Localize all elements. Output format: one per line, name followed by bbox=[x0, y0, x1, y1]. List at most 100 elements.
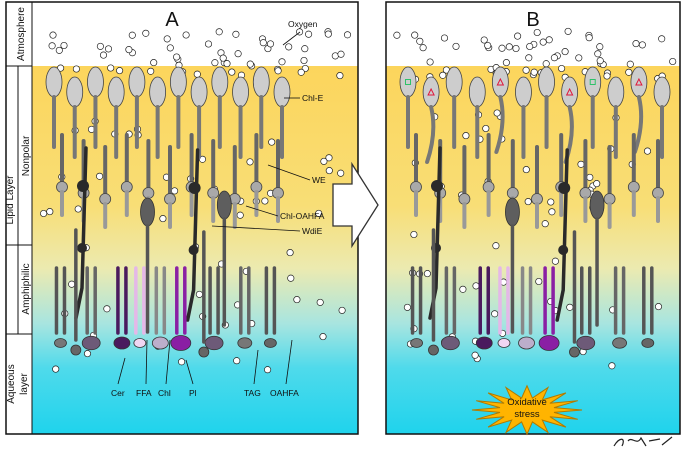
wdie-chain bbox=[555, 148, 569, 322]
water-molecule bbox=[593, 180, 601, 188]
oxygen-molecule bbox=[564, 27, 572, 35]
water-molecule bbox=[643, 147, 652, 155]
oxygen-molecule bbox=[173, 53, 181, 61]
oxygen-molecule bbox=[48, 42, 56, 50]
oxygen-molecule bbox=[440, 34, 449, 42]
oxygen-molecule bbox=[522, 66, 530, 74]
oxygen-molecule bbox=[426, 58, 434, 66]
oxygen-molecule bbox=[505, 43, 513, 51]
panel-a-title: A bbox=[165, 9, 179, 31]
burst-line-1: Oxidative bbox=[507, 397, 547, 408]
chl-e-head bbox=[211, 66, 229, 98]
water-molecule bbox=[522, 166, 530, 174]
water-molecule bbox=[338, 306, 346, 314]
label-aqueous: Aqueous bbox=[6, 364, 17, 403]
oxygen-molecule bbox=[343, 31, 352, 39]
wdie-chain bbox=[185, 148, 200, 322]
oxygen-molecule bbox=[274, 67, 282, 75]
oxygen-molecule bbox=[638, 41, 646, 49]
chl-e-head bbox=[584, 66, 602, 98]
chl-e-head bbox=[399, 66, 417, 98]
oxygen-molecule bbox=[336, 72, 344, 80]
oxygen-molecule bbox=[49, 31, 57, 39]
oxygen-molecule bbox=[246, 60, 254, 68]
oxygen-molecule bbox=[558, 64, 566, 73]
oxygen-molecule bbox=[411, 31, 419, 39]
water-molecule bbox=[462, 132, 470, 140]
callout-oxygen: Oxygen bbox=[288, 19, 318, 29]
oahfa-head bbox=[428, 344, 439, 356]
label-cer: Cer bbox=[111, 388, 125, 398]
chl-e-head bbox=[252, 66, 270, 98]
panel-b-border bbox=[385, 1, 681, 435]
water-molecule bbox=[535, 277, 543, 286]
water-molecule bbox=[261, 197, 269, 205]
oxygen-molecule bbox=[625, 68, 633, 76]
oxygen-molecule bbox=[300, 56, 308, 65]
oxygen-molecule bbox=[72, 65, 80, 73]
oxygen-molecule bbox=[266, 40, 275, 48]
oxidized-marker bbox=[496, 77, 505, 86]
callout-wdie: WdiE bbox=[302, 226, 323, 236]
label-pl: Pl bbox=[189, 388, 197, 398]
water-molecule bbox=[566, 303, 574, 311]
water-molecule bbox=[493, 109, 501, 117]
amphiphilic-head bbox=[518, 336, 535, 350]
oxygen-molecule bbox=[96, 42, 104, 50]
amphiphilic-head bbox=[475, 336, 493, 350]
water-molecule bbox=[68, 280, 76, 288]
water-molecule bbox=[423, 270, 431, 278]
wdie-chain bbox=[74, 146, 88, 320]
water-molecule bbox=[286, 249, 294, 257]
wdie-head bbox=[77, 180, 89, 192]
water-molecule bbox=[268, 138, 276, 146]
oxygen-molecule bbox=[99, 51, 108, 59]
oxygen-molecule bbox=[211, 59, 219, 67]
amphiphilic-head bbox=[641, 338, 655, 348]
water-molecule bbox=[524, 198, 532, 206]
wdie-head bbox=[558, 182, 571, 194]
oxygen-molecule bbox=[419, 44, 427, 52]
water-molecule bbox=[459, 285, 467, 293]
chl-oahfa-head bbox=[216, 190, 232, 220]
chl-e-tail bbox=[494, 95, 505, 154]
oxygen-molecule bbox=[526, 42, 534, 51]
oxygen-molecule bbox=[107, 64, 115, 72]
chl-e-head bbox=[128, 66, 146, 98]
water-molecule bbox=[264, 366, 272, 374]
label-atmosphere: Atmosphere bbox=[16, 7, 27, 61]
panel-b-molecules bbox=[399, 66, 671, 358]
water-molecule bbox=[96, 172, 104, 180]
oxygen-molecule bbox=[550, 54, 558, 62]
chl-e-head bbox=[630, 66, 648, 98]
oxidized-marker bbox=[635, 77, 643, 86]
chl-oahfa-head bbox=[589, 190, 605, 220]
water-molecule bbox=[236, 211, 244, 219]
water-molecule bbox=[83, 350, 92, 358]
oxygen-molecule bbox=[539, 38, 547, 46]
callout-chl-e: Chl-E bbox=[302, 93, 324, 103]
oxygen-molecule bbox=[484, 41, 492, 50]
water-molecule bbox=[492, 242, 500, 250]
water-molecule bbox=[547, 198, 555, 206]
oxygen-molecule bbox=[55, 46, 63, 54]
transition-arrow bbox=[332, 161, 379, 249]
water-molecule bbox=[195, 290, 203, 298]
water-molecule bbox=[320, 157, 328, 165]
water-molecule bbox=[246, 158, 254, 166]
panel-b-atmosphere bbox=[386, 2, 680, 66]
chl-e-head bbox=[561, 76, 579, 108]
oxygen-molecule bbox=[514, 32, 522, 40]
chl-e-head bbox=[515, 76, 532, 108]
water-molecule bbox=[586, 173, 594, 181]
panel-a-bottom-labels: Cer FFA Chl Pl TAG OAHFA bbox=[111, 339, 299, 398]
water-molecule bbox=[541, 220, 549, 228]
amphiphilic-head bbox=[497, 338, 511, 348]
oxygen-molecule bbox=[234, 50, 242, 58]
oxygen-molecule bbox=[416, 37, 424, 45]
oxygen-molecule bbox=[393, 31, 401, 39]
oxygen-molecule bbox=[278, 58, 286, 66]
oxygen-molecule bbox=[166, 44, 174, 52]
water-molecule bbox=[491, 310, 499, 318]
oxygen-molecule bbox=[545, 36, 553, 44]
